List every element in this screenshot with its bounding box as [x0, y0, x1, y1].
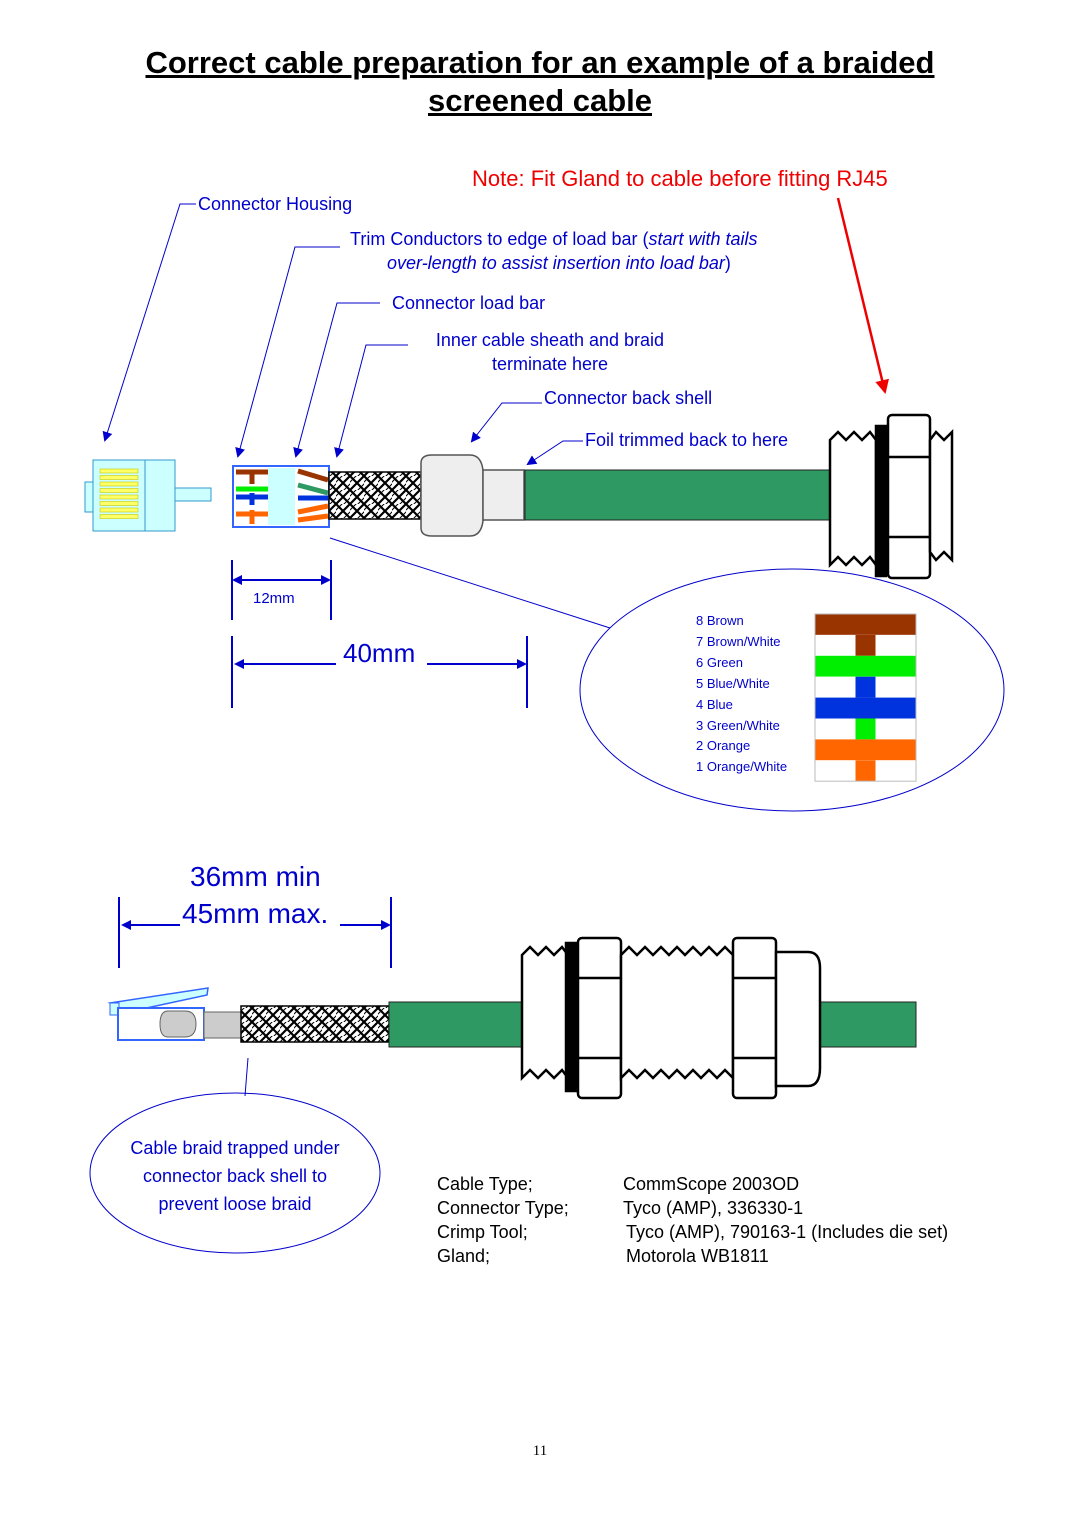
- label-trim-conductors-line2: over-length to assist insertion into loa…: [387, 253, 731, 274]
- wire-label: 7 Brown/White: [696, 633, 781, 649]
- dimension-lines: [118, 560, 528, 968]
- title-line-1: Correct cable preparation for an example…: [145, 45, 935, 80]
- wire-label: 1 Orange/White: [696, 759, 788, 775]
- wire-swatch: [815, 739, 916, 761]
- rj45-plug: [84, 459, 212, 532]
- label-connector-housing: Connector Housing: [198, 194, 353, 214]
- leader-load-bar: [293, 302, 380, 458]
- braid-top: [328, 471, 422, 520]
- wire-legend-ellipse: [579, 568, 1005, 812]
- spec-key: Crimp Tool;: [437, 1222, 528, 1242]
- wire-label: 2 Orange: [696, 738, 751, 754]
- spec-value: Motorola WB1811: [626, 1246, 769, 1266]
- wire-swatch: [815, 655, 916, 677]
- rj45-bottom: [107, 987, 243, 1041]
- leader-lines: [102, 203, 583, 466]
- dimension-45mm-max: 45mm max.: [182, 898, 329, 929]
- leader-back-shell: [470, 402, 542, 443]
- spec-keys: Cable Type; Connector Type; Crimp Tool; …: [437, 1172, 569, 1268]
- fit-gland-note: Note: Fit Gland to cable before fitting …: [472, 166, 888, 191]
- trim-text-a: Trim Conductors to edge of load bar (: [350, 229, 649, 249]
- page-number: 11: [532, 1443, 548, 1459]
- back-shell-top: [420, 454, 525, 537]
- braid-note-callout-line: [244, 1057, 249, 1097]
- braid-note-line2: connector back shell to: [142, 1166, 328, 1186]
- spec-key: Gland;: [437, 1246, 491, 1266]
- spec-key: Connector Type;: [437, 1198, 569, 1218]
- label-connector-load-bar: Connector load bar: [392, 293, 546, 313]
- spec-value: Tyco (AMP), 336330-1: [623, 1198, 804, 1218]
- cable-bottom-right: [815, 1001, 917, 1048]
- load-bar: [232, 465, 330, 528]
- wire-label: 3 Green/White: [696, 717, 780, 733]
- wire-swatch: [815, 697, 916, 719]
- wire-swatch: [815, 614, 916, 635]
- braid-note: Cable braid trapped under connector back…: [95, 1134, 375, 1218]
- spec-value: Tyco (AMP), 790163-1 (Includes die set): [626, 1222, 949, 1242]
- cable-top: [524, 469, 834, 521]
- cable-bottom-left: [388, 1001, 523, 1048]
- dimension-36mm-min: 36mm min: [190, 861, 321, 892]
- wire-swatch-border: [814, 613, 917, 782]
- wire-label: 4 Blue: [696, 696, 733, 712]
- leader-connector-housing: [102, 203, 196, 442]
- legend-callout-line: [329, 537, 611, 629]
- trim-text-b: ): [724, 253, 731, 273]
- wire-label: 6 Green: [696, 654, 743, 670]
- trim-text-italic: start with tails: [648, 229, 758, 249]
- gland-top: [828, 413, 954, 580]
- label-trim-conductors-line1: Trim Conductors to edge of load bar (sta…: [350, 229, 758, 250]
- label-connector-back-shell: Connector back shell: [544, 388, 713, 408]
- inner-sheath-line2: terminate here: [491, 354, 609, 374]
- gland-bottom: [520, 936, 822, 1100]
- wire-swatches: [814, 613, 917, 782]
- note-red-arrow: [836, 197, 889, 394]
- braid-note-ellipse: [89, 1092, 381, 1254]
- wire-swatch-stripe: [855, 760, 876, 782]
- leader-trim-conductors: [235, 246, 340, 458]
- leader-foil: [526, 440, 583, 466]
- title-line-2: screened cable: [427, 83, 653, 118]
- wire-swatch-stripe: [855, 634, 876, 656]
- wire-label: 5 Blue/White: [696, 675, 770, 691]
- braid-note-line1: Cable braid trapped under: [130, 1138, 340, 1158]
- inner-sheath-line1: Inner cable sheath and braid: [435, 330, 665, 350]
- leader-inner-sheath: [334, 344, 408, 458]
- spec-values: CommScope 2003OD Tyco (AMP), 336330-1 Ty…: [623, 1172, 948, 1268]
- wire-swatch-stripe: [855, 718, 876, 740]
- label-inner-sheath: Inner cable sheath and braid terminate h…: [410, 328, 690, 376]
- dimension-40mm: 40mm: [343, 638, 416, 668]
- trim-text-italic-2: over-length to assist insertion into loa…: [387, 253, 725, 273]
- braid-bottom: [240, 1005, 390, 1043]
- wire-label: 8 Brown: [696, 613, 744, 628]
- page-title: Correct cable preparation for an example…: [0, 44, 1080, 120]
- braid-note-line3: prevent loose braid: [158, 1194, 312, 1214]
- wire-legend-labels: 8 Brown 7 Brown/White 6 Green 5 Blue/Whi…: [696, 611, 787, 778]
- dimension-12mm: 12mm: [253, 590, 295, 607]
- wire-swatch-stripe: [855, 676, 876, 698]
- label-foil-trimmed: Foil trimmed back to here: [585, 430, 789, 450]
- spec-key: Cable Type;: [437, 1174, 533, 1194]
- spec-value: CommScope 2003OD: [623, 1174, 800, 1194]
